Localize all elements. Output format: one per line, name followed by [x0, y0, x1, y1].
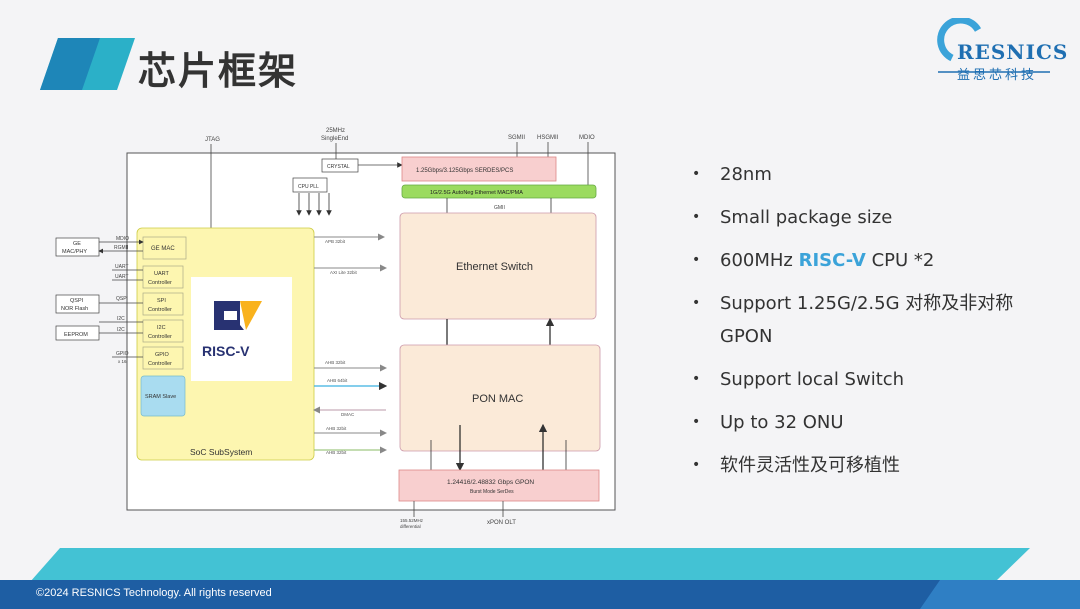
external-qspi-label: QSPI: [70, 298, 84, 304]
spi-controller-label: SPI: [157, 298, 166, 304]
sram-slave-block: [140, 375, 186, 417]
clock-type-label: SingleEnd: [321, 136, 348, 142]
cpu-pll-label: CPU PLL: [298, 184, 319, 190]
uart-controller: [142, 265, 184, 289]
bus-dmac-label: DMAC: [341, 412, 355, 417]
ethernet-switch-label: Ethernet Switch: [456, 261, 533, 273]
bus-ahb1-label: AHB 32bit: [325, 360, 346, 365]
autoneg-mac-block: [401, 184, 597, 199]
title-accent-band: [40, 38, 135, 90]
i2c-b-label: I2C: [117, 327, 125, 333]
bus-axi-label: AXI Lite 32bit: [330, 270, 358, 275]
feature-item: •28nm: [692, 164, 772, 185]
mdio-top-label: MDIO: [579, 135, 595, 141]
bus-ahb4-label: AHB 32bit: [326, 450, 347, 455]
soc-subsystem-label: SoC SubSystem: [190, 447, 252, 457]
clock-label: 25MHz: [326, 128, 345, 134]
logo-text: RESNICS: [957, 40, 1069, 64]
i2c-controller-sublabel: Controller: [148, 334, 172, 340]
risc-v-highlight: RISC-V: [798, 250, 866, 271]
external-nor-flash: [55, 294, 100, 314]
external-nor-label: NOR Flash: [61, 306, 88, 312]
external-ge-phy: [55, 237, 100, 257]
spi-controller: [142, 292, 184, 316]
footer-bar: [0, 580, 1080, 609]
risc-v-text: RISC-V: [202, 343, 250, 359]
sgmii-label: SGMII: [508, 135, 525, 141]
page-title: 芯片框架: [138, 49, 299, 93]
bus-apb-label: APB 32bit: [325, 239, 346, 244]
crystal-block: [321, 158, 359, 173]
gpon-serdes-block: [398, 469, 600, 502]
chip-block-diagram: JTAG 25MHz SingleEnd SGMII HSGMII MDIO C…: [55, 128, 616, 529]
ref-clock-type-label: differential: [400, 524, 421, 529]
uart-rx-label: UART: [115, 274, 129, 280]
feature-list: •28nm •Small package size •600MHz RISC-V…: [690, 158, 1060, 492]
copyright-text: ©2024 RESNICS Technology. All rights res…: [36, 587, 272, 599]
feature-item: •Support local Switch: [692, 369, 905, 390]
sram-slave-label: SRAM Slave: [145, 394, 176, 400]
bus-ahb2-label: AHB 64bit: [327, 378, 348, 383]
feature-item: •Up to 32 ONU: [692, 412, 844, 433]
external-ge-label: GE: [73, 241, 81, 247]
feature-item: •Small package size: [692, 207, 893, 228]
risc-v-logo: [214, 301, 262, 330]
autoneg-mac-label: 1G/2.5G AutoNeg Ethernet MAC/PMA: [430, 190, 523, 196]
gpio-width-label: x 16: [118, 359, 127, 364]
gpon-serdes-label: 1.24416/2.48832 Gbps GPON: [447, 479, 534, 486]
i2c-a-label: I2C: [117, 316, 125, 322]
ethernet-switch-block: [399, 212, 597, 320]
spi-controller-sublabel: Controller: [148, 307, 172, 313]
gpio-controller: [142, 346, 184, 370]
gmii-label: GMII: [494, 205, 505, 211]
cpu-pll-block: [292, 177, 328, 193]
ge-mac-controller-label: GE MAC: [151, 246, 175, 252]
uart-tx-label: UART: [115, 264, 129, 270]
serdes-pcs-block: [401, 156, 557, 182]
external-eeprom-label: EEPROM: [64, 332, 88, 338]
feature-item: •软件灵活性及可移植性: [692, 455, 900, 476]
resnics-logo: [937, 18, 1050, 73]
serdes-pcs-label: 1.25Gbps/3.125Gbps SERDES/PCS: [416, 168, 513, 174]
uart-controller-sublabel: Controller: [148, 280, 172, 286]
uart-controller-label: UART: [154, 271, 170, 277]
ref-clock-label: 155.52MHz: [400, 518, 424, 523]
crystal-label: CRYSTAL: [327, 164, 350, 170]
gpio-controller-sublabel: Controller: [148, 361, 172, 367]
ge-mac-controller: [142, 236, 187, 260]
xpon-olt-label: xPON OLT: [487, 520, 516, 526]
gpio-label: GPIO: [116, 351, 129, 357]
footer-accent-band: [30, 548, 1030, 582]
gpio-controller-label: GPIO: [155, 352, 169, 358]
hsgmii-label: HSGMII: [537, 135, 559, 141]
feature-item: •Support 1.25G/2.5G 对称及非对称 GPON: [692, 293, 1014, 347]
bus-ahb3-label: AHB 32bit: [326, 426, 347, 431]
i2c-controller: [142, 319, 184, 343]
rgmii-label: RGMII: [114, 245, 128, 251]
i2c-controller-label: I2C: [157, 325, 166, 331]
mdio-left-label: MDIO: [116, 236, 129, 242]
external-phy-label: MAC/PHY: [62, 249, 87, 255]
pon-mac-block: [399, 344, 601, 452]
feature-item: •600MHz RISC-V CPU *2: [692, 250, 935, 271]
pon-mac-label: PON MAC: [472, 393, 523, 405]
burst-mode-label: Burst Mode SerDes: [470, 489, 514, 495]
qspi-label: QSPI: [116, 296, 128, 302]
logo-subtitle: 益思芯科技: [957, 68, 1038, 83]
jtag-label: JTAG: [205, 137, 220, 143]
